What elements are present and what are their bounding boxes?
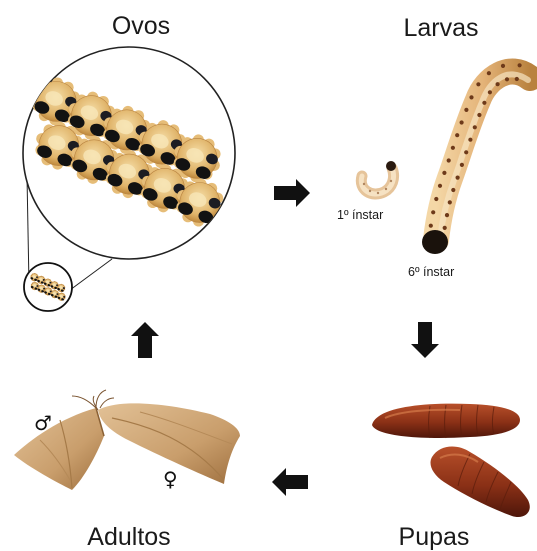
- first-instar-larva: [361, 161, 396, 194]
- larva-spot: [464, 108, 468, 112]
- larvae-title: Larvas: [403, 14, 478, 42]
- larva-spot: [468, 138, 472, 142]
- larva-spot: [455, 133, 459, 137]
- larva-spot: [447, 158, 451, 162]
- larva-spot: [518, 63, 522, 67]
- larva-spot: [515, 77, 519, 81]
- larva-head: [422, 230, 448, 254]
- larva-spot: [464, 150, 468, 154]
- larva-spot: [429, 224, 433, 228]
- zoom-line-left: [27, 176, 29, 285]
- larva-spot: [460, 163, 464, 167]
- larva-spot: [451, 188, 455, 192]
- segment-mark: [377, 192, 379, 194]
- larva-spot: [456, 176, 460, 180]
- arrow-eggs-to-larvae: [274, 179, 310, 207]
- larva-spot: [476, 82, 480, 86]
- segment-mark: [363, 183, 365, 185]
- sixth-instar-larva: [422, 63, 530, 254]
- larva-spot: [434, 197, 438, 201]
- larva-spot: [431, 210, 435, 214]
- segment-mark: [390, 180, 392, 182]
- egg-magnified-view: [10, 47, 245, 290]
- segment-mark: [385, 188, 387, 190]
- larva-spot: [460, 120, 464, 124]
- segment-mark: [369, 190, 371, 192]
- larva-spot: [443, 226, 447, 230]
- larva-spot: [451, 146, 455, 150]
- pupae-title: Pupas: [399, 523, 470, 551]
- larva-spot: [438, 184, 442, 188]
- larva-spot: [448, 200, 452, 204]
- larva-spot: [482, 101, 486, 105]
- sixth-instar-label: 6º ínstar: [408, 265, 454, 279]
- arrow-larvae-to-pupae: [411, 322, 439, 358]
- larva-spot: [501, 64, 505, 68]
- arrow-adults-to-eggs: [131, 322, 159, 358]
- larva-spot: [473, 125, 477, 129]
- adults-title: Adultos: [87, 523, 170, 551]
- larva-spot: [505, 77, 509, 81]
- larva-spot: [487, 71, 491, 75]
- larva-spot: [445, 213, 449, 217]
- larva-spot: [477, 113, 481, 117]
- zoom-line-right: [70, 259, 112, 290]
- eggs-title: Ovos: [112, 12, 170, 40]
- male-symbol: ♂: [34, 411, 52, 435]
- pupa-top: [372, 404, 520, 438]
- egg-small-view: [24, 263, 72, 311]
- female-symbol: ♀: [163, 467, 178, 491]
- larva-spot: [442, 171, 446, 175]
- larva-spot: [488, 90, 492, 94]
- arrow-pupae-to-adults: [272, 468, 308, 496]
- larva-spot: [469, 95, 473, 99]
- male-moth: [14, 390, 106, 490]
- larva-spot: [496, 82, 500, 86]
- first-instar-label: 1º ínstar: [337, 208, 383, 222]
- pupa-bottom: [431, 447, 530, 518]
